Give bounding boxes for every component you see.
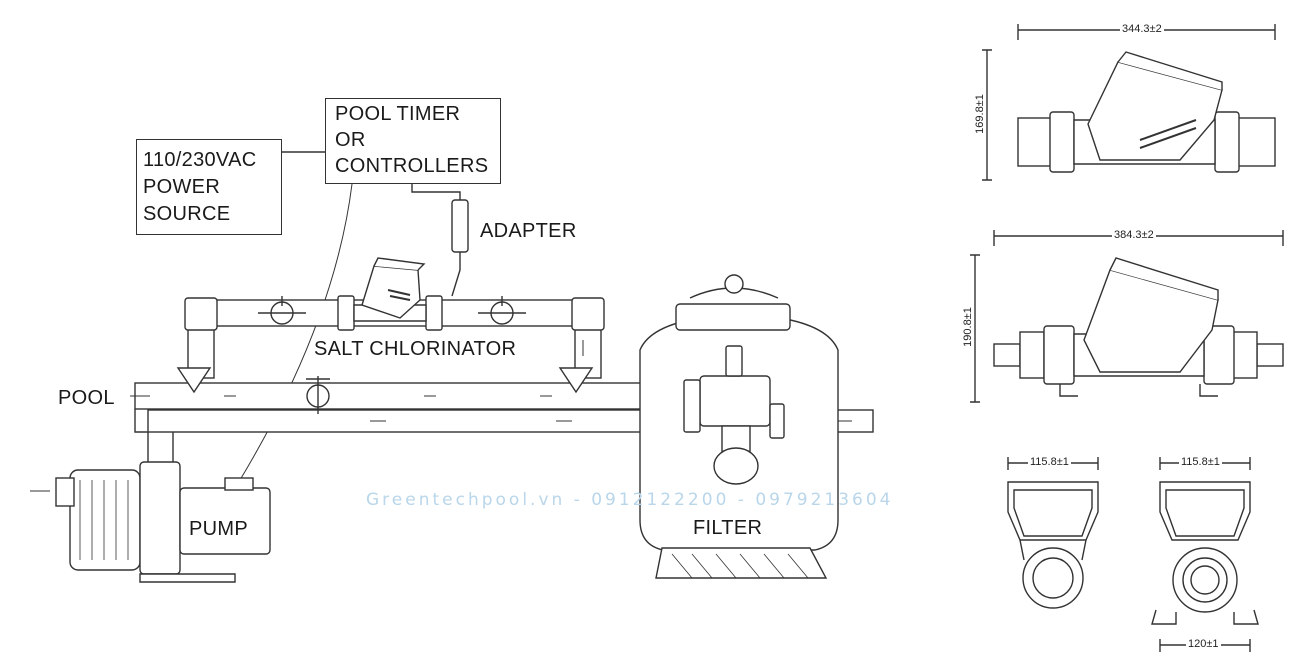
filter-label: FILTER (693, 517, 763, 539)
dim-side-width: 384.3±2 (1112, 229, 1156, 241)
power-source-label: 110/230VAC POWER SOURCE (143, 149, 257, 225)
pool-label: POOL (58, 387, 115, 409)
bypass-valve-left (258, 296, 306, 325)
dim-view-back (1151, 457, 1259, 652)
bypass-valve-right (478, 296, 526, 325)
power-source-box (136, 139, 282, 235)
dim-side-height: 190.8±1 (961, 305, 974, 349)
adapter-cable (451, 252, 461, 297)
dim-top-width: 344.3±2 (1120, 23, 1164, 35)
timer-box (325, 98, 501, 184)
timer-adapter-wire (411, 183, 461, 200)
dim-back-width: 115.8±1 (1179, 456, 1222, 468)
dim-back-base: 120±1 (1186, 638, 1221, 650)
watermark: Greentechpool.vn - 0912122200 - 09792136… (366, 490, 894, 510)
dim-view-side (970, 230, 1284, 403)
adapter-box (451, 199, 469, 253)
chlorinator-cell (337, 257, 443, 331)
adapter-label: ADAPTER (480, 220, 577, 242)
dim-front-width: 115.8±1 (1028, 456, 1071, 468)
pump (55, 461, 271, 583)
dim-view-front (1007, 457, 1099, 609)
pump-label: PUMP (189, 518, 248, 540)
timer-label: POOL TIMER OR CONTROLLERS (335, 103, 489, 177)
salt-chlorinator-label: SALT CHLORINATOR (314, 338, 517, 360)
dim-top-height: 169.8±1 (973, 92, 986, 136)
flow-arrows (30, 340, 852, 492)
dim-view-top (982, 24, 1276, 181)
main-valve (306, 376, 330, 414)
timer-pump-wire (239, 183, 353, 481)
suction-pipe (134, 409, 174, 465)
filter (639, 274, 839, 579)
